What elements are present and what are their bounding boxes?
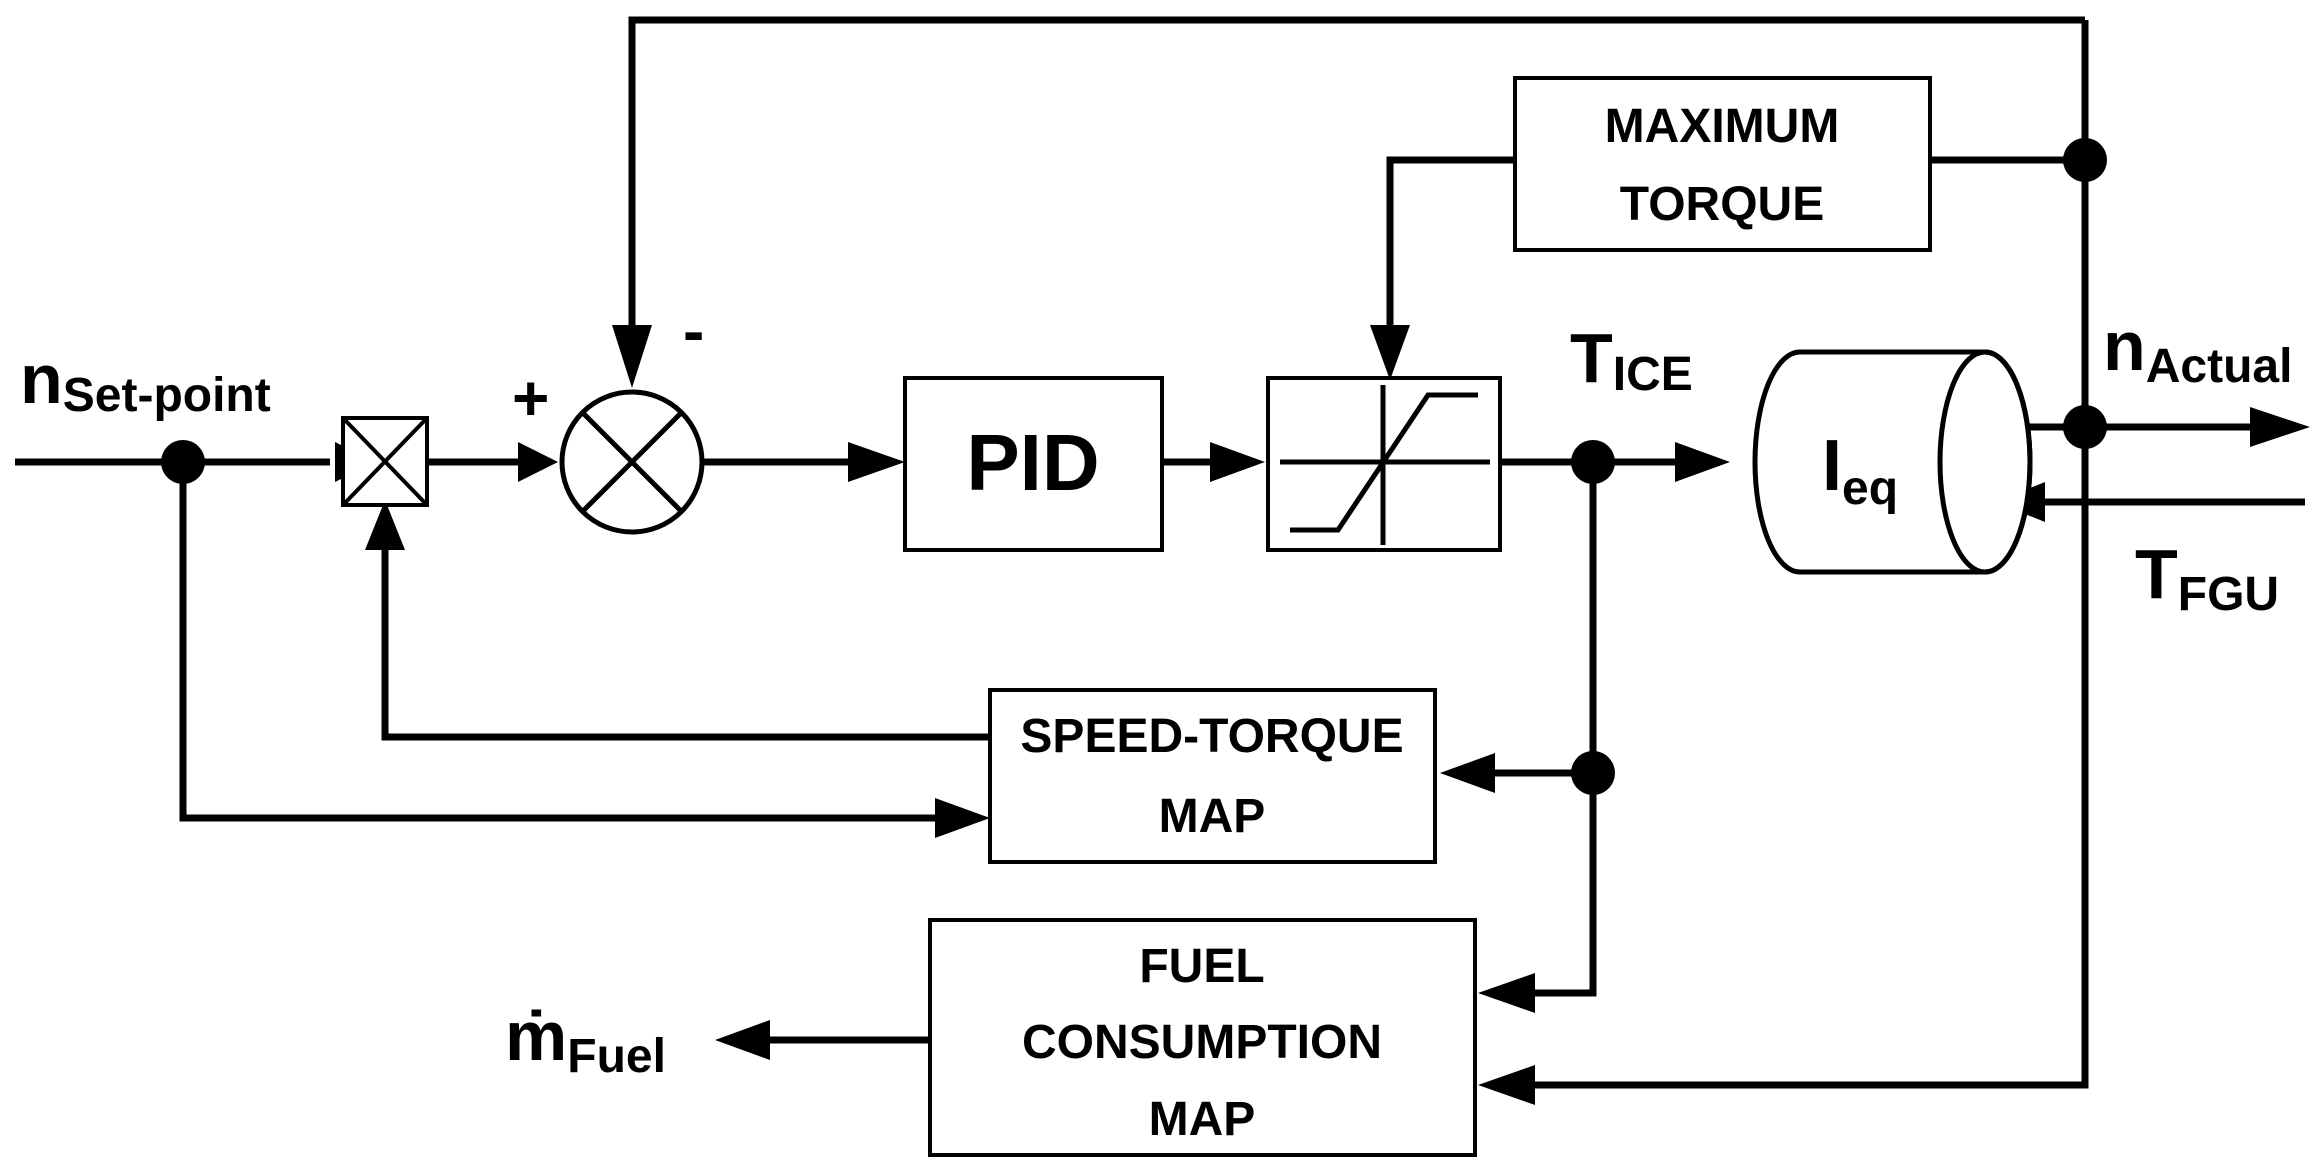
tfgu-main: T	[2135, 535, 2178, 613]
summing-junction	[559, 389, 705, 535]
arrowhead	[1478, 973, 1535, 1013]
tice-branch-line	[1535, 462, 1597, 997]
saturation-curve	[1290, 392, 1478, 533]
arrowhead	[1210, 442, 1265, 482]
inertia-main: I	[1822, 426, 1842, 506]
arrowhead	[612, 325, 652, 388]
nactual-main: n	[2103, 307, 2146, 385]
arrowhead	[715, 1020, 770, 1060]
nactual-sub: Actual	[2146, 340, 2293, 393]
maxtorque-to-saturation-line	[1386, 156, 1515, 330]
setpoint-label: nSet-point	[20, 340, 271, 422]
speed-torque-map-block: SPEED-TORQUE MAP	[988, 688, 1437, 864]
junction-dot	[161, 440, 205, 484]
junction-dot	[2063, 138, 2107, 182]
arrowhead	[1440, 753, 1495, 793]
arrowhead	[848, 442, 905, 482]
inertia-block: Ieq	[1752, 349, 2033, 575]
top-feedback-line	[628, 16, 2085, 330]
inertia-cylinder-face	[1937, 349, 2033, 575]
mfuel-main: ṁ	[505, 997, 567, 1075]
mfuel-sub: Fuel	[567, 1030, 666, 1083]
fuel-map-box	[928, 918, 1477, 1157]
nactual-label: nActual	[2103, 307, 2292, 393]
nactual-vertical-line	[1535, 20, 2089, 1089]
fuel-map-line2: CONSUMPTION	[1022, 1016, 1382, 1069]
multiplier-cross	[341, 416, 429, 507]
setpoint-sub: Set-point	[63, 369, 271, 422]
junction-dot	[2063, 405, 2107, 449]
max-torque-line2: TORQUE	[1620, 178, 1824, 231]
pid-box	[903, 376, 1164, 552]
arrowhead	[1370, 325, 1410, 380]
setpoint-main: n	[20, 340, 63, 418]
mfuel-label: ṁFuel	[505, 997, 666, 1083]
arrowhead	[2250, 407, 2310, 447]
tice-label: TICE	[1570, 319, 1693, 401]
fuel-map-line1: FUEL	[1139, 940, 1264, 993]
saturation-block	[1266, 376, 1502, 552]
setpoint-to-map-line	[179, 462, 935, 822]
speed-torque-map-line2: MAP	[1159, 790, 1266, 843]
speed-torque-map-box	[988, 688, 1437, 864]
plus-sign: +	[512, 362, 549, 434]
max-torque-line1: MAXIMUM	[1605, 100, 1840, 153]
multiplier-block	[341, 416, 429, 507]
arrowhead	[365, 500, 405, 550]
max-torque-block: MAXIMUM TORQUE	[1513, 76, 1932, 252]
fuel-map-block: FUEL CONSUMPTION MAP	[928, 918, 1477, 1157]
minus-sign: -	[683, 295, 704, 367]
tice-main: T	[1570, 319, 1613, 397]
signal-labels: nSet-point + - TICE nActual TFGU ṁFuel	[20, 295, 2292, 1083]
junction-dot	[1571, 751, 1615, 795]
inertia-label: Ieq	[1822, 426, 1898, 515]
fuel-map-line3: MAP	[1149, 1093, 1256, 1146]
tfgu-sub: FGU	[2178, 568, 2279, 621]
arrowhead	[1478, 1065, 1535, 1105]
pid-block: PID	[903, 376, 1164, 552]
summing-cross	[581, 411, 683, 513]
tice-sub: ICE	[1613, 348, 1693, 401]
tfgu-label: TFGU	[2135, 535, 2279, 621]
inertia-sub: eq	[1842, 462, 1898, 515]
arrowhead	[935, 798, 990, 838]
junction-dot	[1571, 440, 1615, 484]
signal-lines	[15, 16, 2305, 1089]
arrowhead	[1675, 442, 1730, 482]
map-to-multiplier-line	[381, 545, 990, 741]
max-torque-box	[1513, 76, 1932, 252]
speed-torque-map-line1: SPEED-TORQUE	[1020, 710, 1403, 763]
pid-label: PID	[966, 418, 1099, 507]
arrowhead	[518, 442, 558, 482]
junction-dots	[161, 138, 2107, 795]
